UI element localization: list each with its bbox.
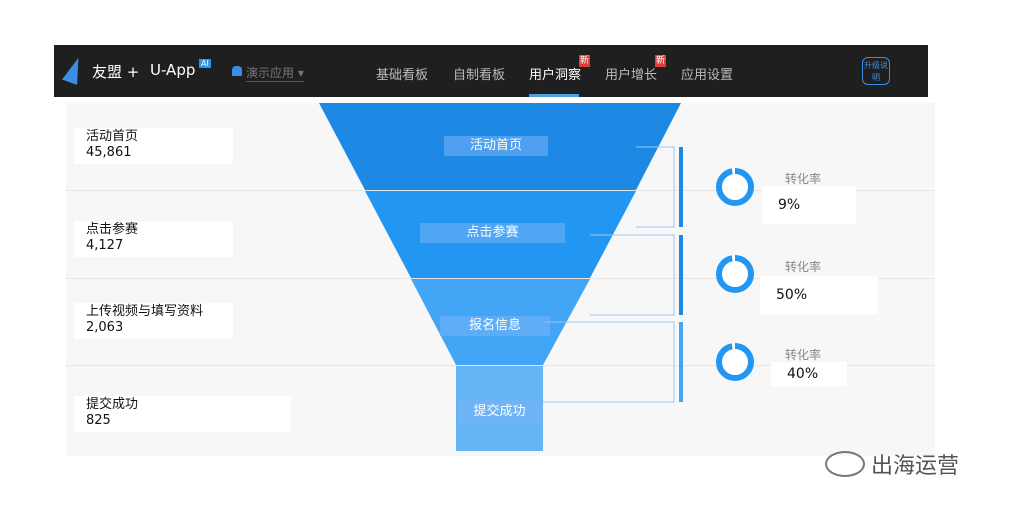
new-badge: 新 <box>655 55 667 67</box>
conversion-label: 转化率 <box>785 260 822 274</box>
stage-tag: 报名信息 <box>440 316 550 336</box>
conversion-value: 50% <box>760 276 878 314</box>
stage-count: 4,127 <box>86 238 124 253</box>
wechat-icon <box>825 451 865 477</box>
upgrade-button[interactable]: 升级说明 <box>862 57 890 85</box>
conversion-ring <box>716 255 754 293</box>
stage-name: 上传视频与填写资料 <box>86 304 204 319</box>
conversion-value: 9% <box>762 186 856 224</box>
ai-badge: AI <box>199 59 211 68</box>
app-select-value: 演示应用 <box>246 66 295 80</box>
top-nav: 友盟 + U-App AI 演示应用 ▾ 基础看板 自制看板 用户洞察 新 用户… <box>54 45 928 97</box>
stage-count: 45,861 <box>86 145 132 160</box>
stage-tag: 点击参赛 <box>420 223 565 243</box>
brand: 友盟 + <box>92 63 140 81</box>
watermark-text: 出海运营 <box>871 454 960 479</box>
stage-name: 活动首页 <box>86 129 139 144</box>
new-badge: 新 <box>579 55 591 67</box>
conversion-ring <box>716 343 754 381</box>
connector <box>543 321 675 403</box>
nav-item-insight[interactable]: 用户洞察 <box>529 68 582 83</box>
nav-item-custom[interactable]: 自制看板 <box>453 68 506 83</box>
connector <box>636 146 675 228</box>
stage-count: 2,063 <box>86 320 124 335</box>
nav-item-basic[interactable]: 基础看板 <box>376 68 429 83</box>
nav-item-growth[interactable]: 用户增长 <box>605 68 658 83</box>
stage-tag: 提交成功 <box>458 400 541 424</box>
watermark: 出海运营 <box>825 448 959 480</box>
conversion-ring <box>716 168 754 206</box>
conversion-value: 40% <box>771 362 847 386</box>
connector <box>590 234 675 316</box>
active-indicator <box>529 94 579 97</box>
stage-name: 点击参赛 <box>86 222 139 237</box>
nav-item-settings[interactable]: 应用设置 <box>681 68 734 83</box>
conversion-label: 转化率 <box>785 348 822 362</box>
product-name: U-App <box>150 61 196 79</box>
android-icon <box>232 66 242 76</box>
stage-tag: 活动首页 <box>444 136 548 156</box>
stage-name: 提交成功 <box>86 397 139 412</box>
app-select[interactable]: 演示应用 ▾ <box>246 66 304 82</box>
stage-count: 825 <box>86 413 111 428</box>
conversion-label: 转化率 <box>785 172 822 186</box>
